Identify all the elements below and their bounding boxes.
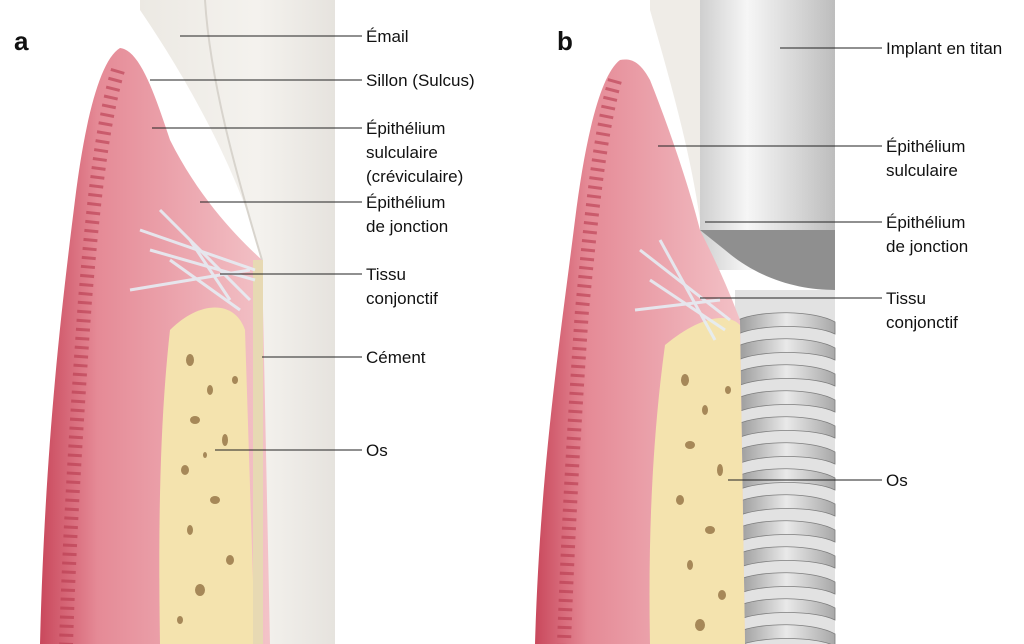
label-cement-line: Cément [366, 348, 426, 367]
label-epithelium-jonction-b-line1: Épithélium [886, 213, 965, 232]
label-epithelium-sulculaire-b: Épithélium sulculaire [886, 137, 970, 180]
implant-thread [737, 364, 836, 387]
connective-fibers [129, 208, 256, 312]
implant-thread [737, 312, 836, 335]
label-tissu-conjonctif-b-line1: Tissu [886, 289, 926, 308]
label-tissu-conjonctif-a: Tissu conjonctif [366, 265, 438, 308]
panel-b-letter: b [557, 26, 573, 56]
label-tissu-conjonctif-a-line2: conjonctif [366, 289, 438, 308]
label-epithelium-jonction-a: Épithélium de jonction [366, 193, 450, 236]
label-epithelium-sulculaire-a-line2: sulculaire [366, 143, 438, 162]
label-tissu-conjonctif-a-line1: Tissu [366, 265, 406, 284]
label-tissu-conjonctif-b: Tissu conjonctif [886, 289, 958, 332]
label-tissu-conjonctif-b-line2: conjonctif [886, 313, 958, 332]
implant-thread [737, 468, 836, 491]
implant-thread [737, 624, 836, 644]
label-epithelium-jonction-a-line2: de jonction [366, 217, 448, 236]
bone-pores [177, 354, 238, 624]
label-cement: Cément [366, 348, 426, 367]
implant-thread [737, 442, 836, 465]
enamel-shape [140, 0, 335, 644]
label-epithelium-sulculaire-b-line2: sulculaire [886, 161, 958, 180]
label-epithelium-sulculaire-a: Épithélium sulculaire (créviculaire) [366, 119, 463, 186]
label-email-line: Émail [366, 27, 409, 46]
label-implant: Implant en titan [886, 39, 1002, 58]
label-epithelium-jonction-a-line1: Épithélium [366, 193, 445, 212]
alveolar-bone-b [649, 317, 745, 644]
panel-b-leaders [658, 47, 882, 481]
connective-fibers-b [634, 239, 731, 341]
cementum-strip [253, 260, 263, 644]
rete-pegs [59, 67, 125, 644]
label-sillon-line: Sillon (Sulcus) [366, 71, 475, 90]
panel-b-illustration [535, 0, 836, 644]
implant-thread [737, 338, 836, 361]
label-epithelium-sulculaire-b-line1: Épithélium [886, 137, 965, 156]
label-epithelium-sulculaire-a-line1: Épithélium [366, 119, 445, 138]
bone-pores-b [676, 374, 731, 631]
implant-thread [737, 598, 836, 621]
label-sillon: Sillon (Sulcus) [366, 71, 475, 90]
label-os-a: Os [366, 441, 388, 460]
label-email: Émail [366, 27, 409, 46]
panel-a-letter: a [14, 26, 29, 56]
implant-thread [737, 416, 836, 439]
label-epithelium-jonction-b-line2: de jonction [886, 237, 968, 256]
implant-thread [737, 546, 836, 569]
panel-a-leaders [150, 35, 362, 451]
label-os-b-line: Os [886, 471, 908, 490]
implant-abutment [700, 0, 835, 270]
panel-a-illustration [40, 0, 335, 644]
implant-margin [650, 0, 700, 220]
implant-thread [737, 520, 836, 543]
label-epithelium-sulculaire-a-line3: (créviculaire) [366, 167, 463, 186]
implant-thread [737, 390, 836, 413]
implant-thread [737, 572, 836, 595]
label-os-a-line: Os [366, 441, 388, 460]
dentin-edge [204, 0, 263, 261]
label-epithelium-jonction-b: Épithélium de jonction [886, 213, 970, 256]
implant-collar [700, 230, 835, 290]
label-implant-line: Implant en titan [886, 39, 1002, 58]
implant-thread [737, 494, 836, 517]
implant-threads [737, 312, 836, 644]
label-os-b: Os [886, 471, 908, 490]
rete-pegs-b [557, 78, 622, 644]
alveolar-bone [159, 307, 255, 644]
